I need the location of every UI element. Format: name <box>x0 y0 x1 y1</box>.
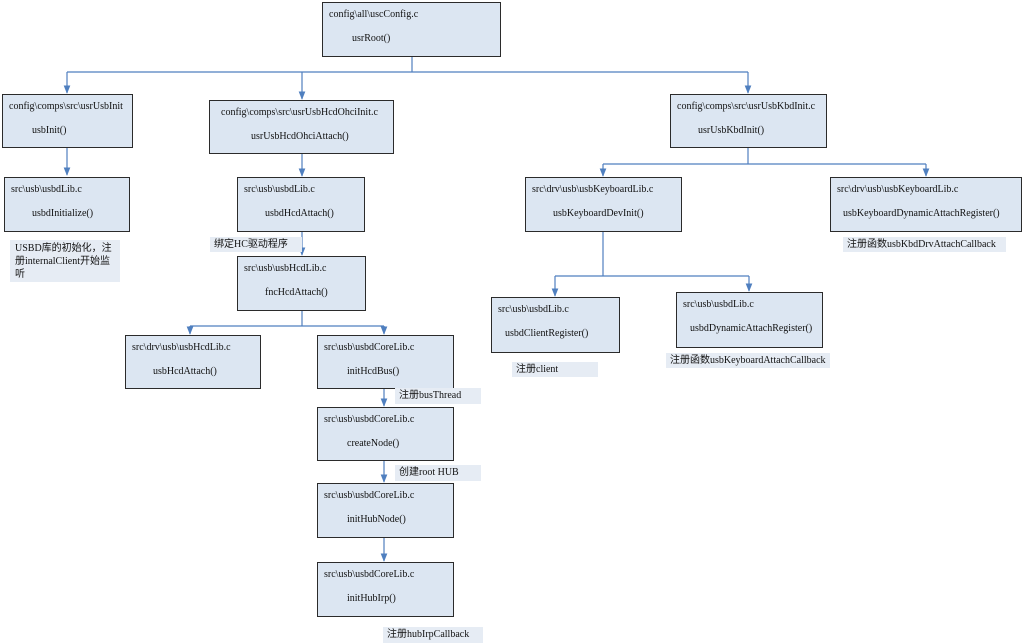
node-file-label: config\comps\src\usrUsbKbdInit.c <box>677 101 816 112</box>
node-func-label: createNode() <box>347 438 400 449</box>
node-file-label: src\drv\usb\usbHcdLib.c <box>132 342 231 353</box>
node-func-label: usrRoot() <box>352 33 391 44</box>
note-bind-hc: 绑定HC驱动程序 <box>210 237 302 252</box>
node-file-label: src\drv\usb\usbKeyboardLib.c <box>532 184 654 195</box>
node-func-label: usbKeyboardDynamicAttachRegister() <box>843 208 1000 219</box>
node-kbd-dyn-attach: src\drv\usb\usbKeyboardLib.c usbKeyboard… <box>830 177 1022 232</box>
node-file-label: src\usb\usbdLib.c <box>498 304 569 315</box>
node-core-create-node: src\usb\usbdCoreLib.c createNode() <box>317 407 454 461</box>
node-file-label: src\usb\usbHcdLib.c <box>244 263 327 274</box>
node-func-label: initHcdBus() <box>347 366 400 377</box>
note-bus-thread: 注册busThread <box>395 388 481 404</box>
node-file-label: src\usb\usbdLib.c <box>683 299 754 310</box>
node-file-label: src\usb\usbdCoreLib.c <box>324 490 415 501</box>
node-func-label: fncHcdAttach() <box>265 287 328 298</box>
node-func-label: usbKeyboardDevInit() <box>553 208 644 219</box>
node-func-label: initHubIrp() <box>347 593 396 604</box>
node-func-label: usbHcdAttach() <box>153 366 217 377</box>
node-func-label: usbInit() <box>32 125 67 136</box>
node-func-label: usrUsbHcdOhciAttach() <box>251 131 349 142</box>
node-kbd-dev-init: src\drv\usb\usbKeyboardLib.c usbKeyboard… <box>525 177 682 232</box>
node-usb-hcd-lib: src\usb\usbHcdLib.c fncHcdAttach() <box>237 256 366 311</box>
node-file-label: src\usb\usbdLib.c <box>244 184 315 195</box>
node-func-label: usbdClientRegister() <box>505 328 589 339</box>
node-usr-usb-kbd-init: config\comps\src\usrUsbKbdInit.c usrUsbK… <box>670 94 827 148</box>
node-usbd-dynamic-attach: src\usb\usbdLib.c usbdDynamicAttachRegis… <box>676 292 823 348</box>
note-kbd-drv-attach-cb: 注册函数usbKbdDrvAttachCallback <box>843 237 1006 252</box>
node-drv-usb-hcd-lib: src\drv\usb\usbHcdLib.c usbHcdAttach() <box>125 335 261 389</box>
node-file-label: config\comps\src\usrUsbInit <box>9 101 123 112</box>
node-usr-usb-hcd-ohci-init: config\comps\src\usrUsbHcdOhciInit.c usr… <box>209 100 394 154</box>
note-hub-irp: 注册hubIrpCallback <box>383 627 483 643</box>
node-core-init-hub-node: src\usb\usbdCoreLib.c initHubNode() <box>317 483 454 538</box>
node-usc-config: config\all\uscConfig.c usrRoot() <box>322 2 501 57</box>
note-kbd-attach-cb: 注册函数usbKeyboardAttachCallback <box>666 353 830 368</box>
node-file-label: src\drv\usb\usbKeyboardLib.c <box>837 184 959 195</box>
node-file-label: config\comps\src\usrUsbHcdOhciInit.c <box>221 107 378 118</box>
node-core-init-hcd-bus: src\usb\usbdCoreLib.c initHcdBus() <box>317 335 454 389</box>
node-file-label: src\usb\usbdLib.c <box>11 184 82 195</box>
node-usr-usb-init: config\comps\src\usrUsbInit usbInit() <box>2 94 133 148</box>
node-file-label: src\usb\usbdCoreLib.c <box>324 342 415 353</box>
node-func-label: usbdDynamicAttachRegister() <box>690 323 813 334</box>
node-func-label: initHubNode() <box>347 514 406 525</box>
node-file-label: src\usb\usbdCoreLib.c <box>324 569 415 580</box>
node-usbd-lib-hcd-attach: src\usb\usbdLib.c usbdHcdAttach() <box>237 177 365 232</box>
node-file-label: src\usb\usbdCoreLib.c <box>324 414 415 425</box>
node-usbd-lib-init: src\usb\usbdLib.c usbdInitialize() <box>4 177 130 232</box>
node-func-label: usbdHcdAttach() <box>265 208 334 219</box>
node-func-label: usbdInitialize() <box>32 208 94 219</box>
node-file-label: config\all\uscConfig.c <box>329 9 419 20</box>
note-client: 注册client <box>512 362 598 377</box>
node-usbd-client-register: src\usb\usbdLib.c usbdClientRegister() <box>491 297 620 353</box>
note-usbd-init: USBD库的初始化，注册internalClient开始监听 <box>10 240 120 282</box>
note-root-hub: 创建root HUB <box>395 465 481 481</box>
node-core-init-hub-irp: src\usb\usbdCoreLib.c initHubIrp() <box>317 562 454 617</box>
node-func-label: usrUsbKbdInit() <box>698 125 765 136</box>
